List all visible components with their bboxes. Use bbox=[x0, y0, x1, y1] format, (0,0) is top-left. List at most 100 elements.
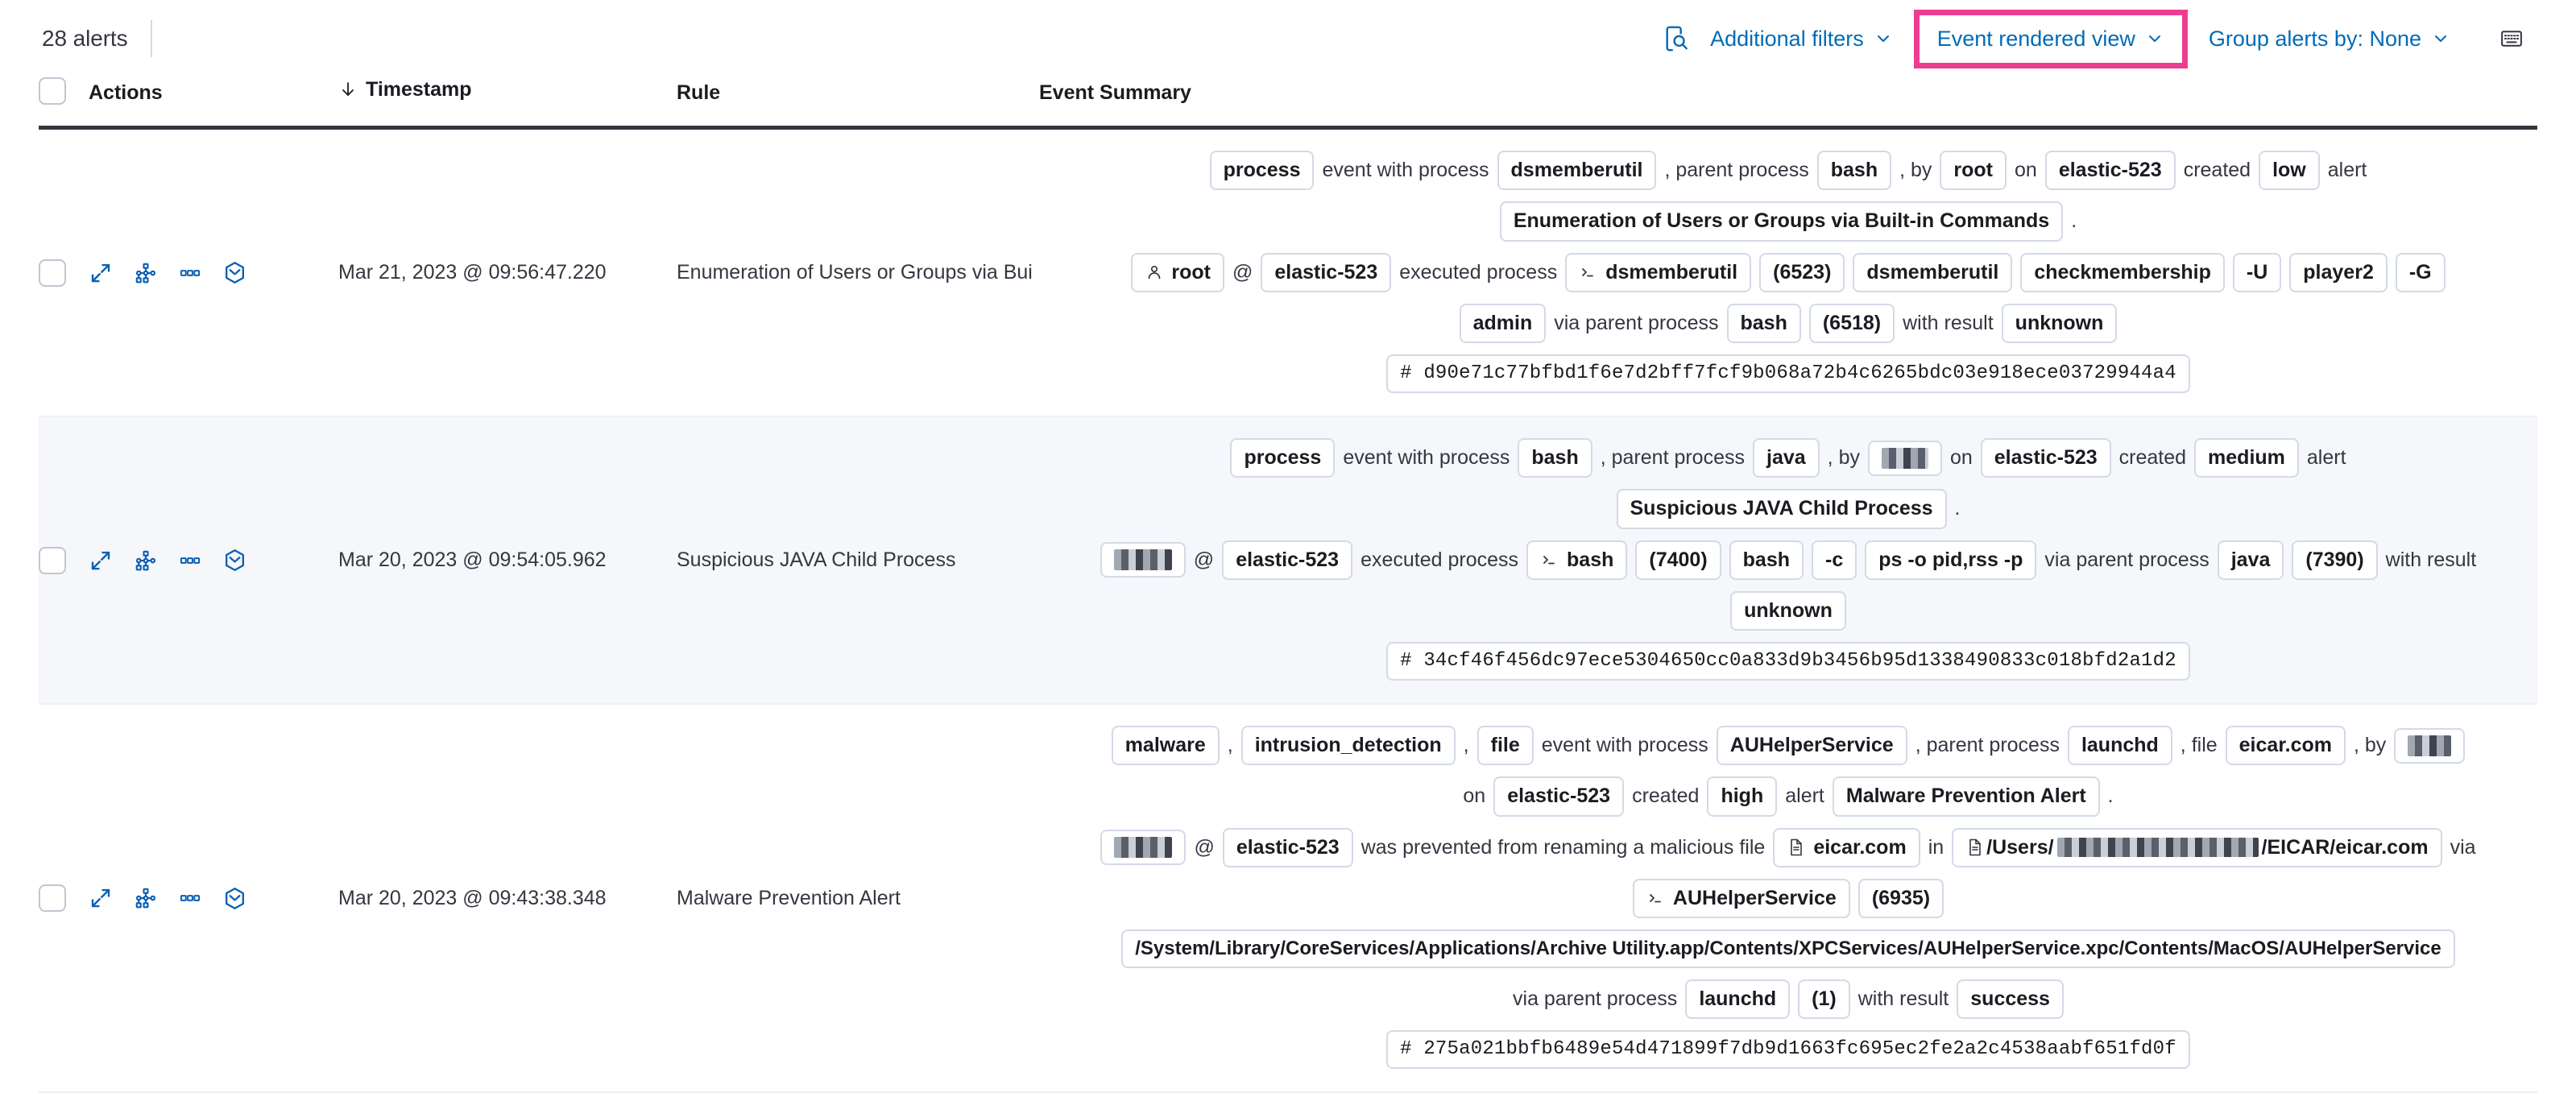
summary-field-badge[interactable]: elastic-523 bbox=[1493, 776, 1625, 817]
summary-field-badge[interactable]: process bbox=[1230, 438, 1336, 478]
summary-field-badge[interactable]: elastic-523 bbox=[1261, 252, 1392, 292]
summary-field-badge[interactable]: elastic-523 bbox=[1222, 540, 1353, 580]
inspect-search-icon[interactable] bbox=[1655, 18, 1697, 60]
expand-details-icon[interactable] bbox=[89, 886, 113, 910]
summary-process-badge[interactable]: AUHelperService bbox=[1632, 878, 1850, 918]
summary-field-badge[interactable]: unknown bbox=[2001, 303, 2118, 343]
summary-field-badge[interactable]: unknown bbox=[1730, 590, 1846, 631]
summary-field-badge[interactable]: root bbox=[1940, 151, 2007, 191]
summary-field-badge[interactable]: launchd bbox=[2067, 726, 2172, 766]
expand-details-icon[interactable] bbox=[89, 261, 113, 285]
summary-field-badge[interactable]: java bbox=[1753, 438, 1820, 478]
analyze-event-icon[interactable] bbox=[134, 886, 158, 910]
summary-hash-badge[interactable]: # 34cf46f456dc97ece5304650cc0a833d9b3456… bbox=[1386, 642, 2190, 681]
more-actions-icon[interactable] bbox=[179, 887, 201, 909]
more-actions-icon[interactable] bbox=[179, 262, 201, 284]
event-rendered-view-button[interactable]: Event rendered view bbox=[1931, 23, 2171, 55]
row-select-checkbox[interactable] bbox=[39, 546, 66, 574]
summary-hash-badge[interactable]: # 275a021bbfb6489e54d471899f7db9d1663fc6… bbox=[1386, 1030, 2190, 1070]
summary-field-badge[interactable]: ps -o pid,rss -p bbox=[1865, 540, 2037, 580]
group-alerts-by-button[interactable]: Group alerts by: None bbox=[2196, 19, 2463, 60]
summary-field-badge[interactable]: medium bbox=[2194, 438, 2299, 478]
summary-field-badge[interactable]: success bbox=[1957, 979, 2064, 1020]
session-view-icon[interactable] bbox=[222, 260, 247, 285]
summary-field-badge[interactable]: bash bbox=[1518, 438, 1592, 478]
summary-field-badge[interactable]: -G bbox=[2395, 252, 2446, 292]
summary-field-badge[interactable]: Malware Prevention Alert bbox=[1832, 776, 2100, 817]
summary-line: unknown bbox=[1039, 590, 2537, 631]
summary-line: /System/Library/CoreServices/Application… bbox=[1039, 929, 2537, 968]
more-actions-icon[interactable] bbox=[179, 549, 201, 572]
summary-field-badge[interactable]: process bbox=[1209, 151, 1315, 191]
summary-text: , file bbox=[2180, 734, 2218, 757]
summary-field-badge[interactable]: eicar.com bbox=[2225, 726, 2346, 766]
summary-field-badge[interactable]: high bbox=[1707, 776, 1778, 817]
analyze-event-icon[interactable] bbox=[134, 549, 158, 573]
summary-field-badge[interactable]: low bbox=[2259, 151, 2320, 191]
summary-field-badge[interactable]: intrusion_detection bbox=[1240, 726, 1456, 766]
additional-filters-button[interactable]: Additional filters bbox=[1697, 19, 1906, 60]
row-select-checkbox[interactable] bbox=[39, 884, 66, 913]
summary-field-badge[interactable]: (7390) bbox=[2292, 540, 2378, 580]
row-rule-cell: Enumeration of Users or Groups via Bui bbox=[677, 128, 1039, 417]
summary-user-badge[interactable]: root bbox=[1131, 252, 1224, 292]
summary-field-badge[interactable]: (6935) bbox=[1857, 878, 1944, 918]
summary-redacted-badge[interactable] bbox=[1100, 542, 1186, 578]
summary-field-badge[interactable]: (6518) bbox=[1808, 303, 1895, 343]
summary-field-badge[interactable]: elastic-523 bbox=[1980, 438, 2111, 478]
row-action-icon-group bbox=[89, 260, 338, 285]
session-view-icon[interactable] bbox=[222, 886, 247, 911]
summary-field-badge[interactable]: file bbox=[1476, 726, 1534, 766]
summary-field-badge[interactable]: Suspicious JAVA Child Process bbox=[1616, 489, 1947, 529]
row-select-checkbox[interactable] bbox=[39, 259, 66, 287]
summary-text: on bbox=[1949, 446, 1973, 470]
summary-field-badge[interactable]: -U bbox=[2232, 252, 2282, 292]
keyboard-shortcuts-icon[interactable] bbox=[2489, 16, 2534, 61]
redacted-username bbox=[2056, 838, 2259, 858]
summary-field-badge[interactable]: checkmembership bbox=[2020, 252, 2225, 292]
analyze-event-icon[interactable] bbox=[134, 261, 158, 285]
summary-text: , by bbox=[1899, 159, 1932, 182]
row-rule-name[interactable]: Suspicious JAVA Child Process bbox=[677, 549, 956, 571]
expand-details-icon[interactable] bbox=[89, 549, 113, 573]
summary-field-badge[interactable]: elastic-523 bbox=[2044, 151, 2176, 191]
toolbar-right-group: Additional filters Event rendered view G… bbox=[1655, 9, 2534, 68]
summary-field-badge[interactable]: (6523) bbox=[1759, 252, 1845, 292]
summary-field-badge[interactable]: dsmemberutil bbox=[1497, 151, 1657, 191]
row-rule-name[interactable]: Enumeration of Users or Groups via Bui bbox=[677, 261, 1033, 284]
select-all-checkbox[interactable] bbox=[39, 77, 66, 105]
summary-executable-path-badge[interactable]: /System/Library/CoreServices/Application… bbox=[1121, 929, 2455, 968]
summary-redacted-badge[interactable] bbox=[1867, 440, 1942, 476]
header-timestamp-cell[interactable]: Timestamp bbox=[338, 77, 677, 128]
summary-file-badge[interactable]: eicar.com bbox=[1773, 827, 1920, 867]
row-rule-name[interactable]: Malware Prevention Alert bbox=[677, 886, 901, 909]
summary-field-badge[interactable]: -c bbox=[1812, 540, 1857, 580]
summary-field-badge[interactable]: bash bbox=[1726, 303, 1801, 343]
summary-field-badge[interactable]: dsmemberutil bbox=[1853, 252, 2013, 292]
summary-field-badge[interactable]: java bbox=[2217, 540, 2284, 580]
summary-field-badge[interactable]: AUHelperService bbox=[1716, 726, 1907, 766]
summary-field-badge[interactable]: player2 bbox=[2289, 252, 2388, 292]
summary-hash-badge[interactable]: # d90e71c77bfbd1f6e7d2bff7fcf9b068a72b4c… bbox=[1386, 354, 2190, 393]
summary-field-badge[interactable]: malware bbox=[1111, 726, 1220, 766]
summary-file-path-badge[interactable]: /Users//EICAR/eicar.com bbox=[1952, 827, 2442, 867]
summary-field-badge[interactable]: bash bbox=[1729, 540, 1804, 580]
summary-field-badge[interactable]: launchd bbox=[1685, 979, 1791, 1020]
summary-field-badge[interactable]: (7400) bbox=[1635, 540, 1721, 580]
summary-field-badge[interactable]: (1) bbox=[1798, 979, 1850, 1020]
summary-text: in bbox=[1928, 835, 1944, 859]
summary-field-badge[interactable]: Enumeration of Users or Groups via Built… bbox=[1499, 201, 2064, 242]
toolbar-left-group: 28 alerts bbox=[42, 20, 152, 57]
summary-process-badge[interactable]: dsmemberutil bbox=[1565, 252, 1752, 292]
summary-field-badge[interactable]: elastic-523 bbox=[1222, 827, 1353, 867]
summary-field-badge[interactable]: admin bbox=[1459, 303, 1547, 343]
summary-redacted-badge[interactable] bbox=[1100, 830, 1187, 866]
summary-redacted-badge[interactable] bbox=[2394, 727, 2466, 764]
redacted-value bbox=[2408, 735, 2452, 756]
session-view-icon[interactable] bbox=[222, 548, 247, 573]
summary-field-badge[interactable]: bash bbox=[1816, 151, 1892, 191]
summary-process-badge[interactable]: bash bbox=[1526, 540, 1628, 580]
